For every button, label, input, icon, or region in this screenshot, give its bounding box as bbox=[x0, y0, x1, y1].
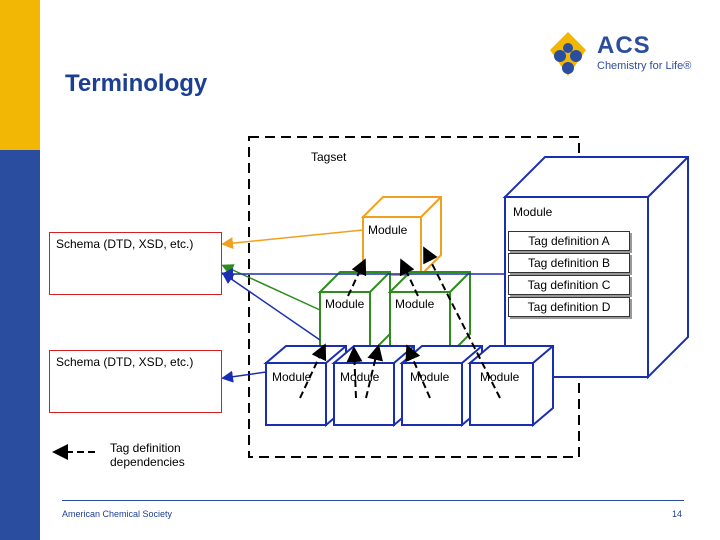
tagset-label: Tagset bbox=[311, 150, 347, 164]
blue-module-label-3: Module bbox=[410, 370, 450, 384]
top-module-label: Module bbox=[368, 223, 408, 237]
footer-divider bbox=[62, 500, 684, 501]
schema-label-1: Schema (DTD, XSD, etc.) bbox=[56, 237, 194, 251]
acs-tagline: Chemistry for Life® bbox=[597, 60, 692, 72]
blue-module-cube-1 bbox=[263, 345, 347, 428]
blue-module-cube-3 bbox=[399, 345, 483, 428]
orange-schema-arrow bbox=[221, 229, 364, 250]
green-schema-arrow bbox=[221, 264, 321, 311]
acs-logo bbox=[550, 32, 586, 76]
green-module-label-1: Module bbox=[325, 297, 365, 311]
footer-organization: American Chemical Society bbox=[62, 509, 173, 519]
tag-definition-d: Tag definition D bbox=[508, 297, 630, 317]
dependency-arrows bbox=[299, 246, 501, 399]
tag-definition-c: Tag definition C bbox=[508, 275, 630, 295]
legend-label: Tag definition dependencies bbox=[110, 441, 185, 469]
green-module-label-2: Module bbox=[395, 297, 435, 311]
acs-wordmark: ACS bbox=[597, 32, 651, 59]
blue-schema-arrow-mid bbox=[221, 272, 321, 341]
tag-definition-b: Tag definition B bbox=[508, 253, 630, 273]
page-number: 14 bbox=[672, 509, 683, 519]
sidebar-bar bbox=[0, 0, 40, 540]
schema-box-2: Schema (DTD, XSD, etc.) bbox=[49, 350, 222, 413]
blue-module-label-4: Module bbox=[480, 370, 520, 384]
green-module-cube-2 bbox=[387, 271, 471, 357]
sidebar-accent bbox=[0, 0, 40, 150]
blue-module-label-2: Module bbox=[340, 370, 380, 384]
slide-title: Terminology bbox=[65, 70, 208, 97]
tag-definition-a: Tag definition A bbox=[508, 231, 630, 251]
green-module-cube-1 bbox=[317, 271, 391, 357]
blue-module-cube-4 bbox=[467, 345, 554, 428]
blue-module-label-1: Module bbox=[272, 370, 312, 384]
acs-seal-icon bbox=[550, 32, 586, 76]
large-module-label: Module bbox=[513, 205, 553, 219]
schema-label-2: Schema (DTD, XSD, etc.) bbox=[56, 355, 194, 369]
schema-box-1: Schema (DTD, XSD, etc.) bbox=[49, 232, 222, 295]
blue-schema-arrow-bottom bbox=[221, 370, 267, 383]
